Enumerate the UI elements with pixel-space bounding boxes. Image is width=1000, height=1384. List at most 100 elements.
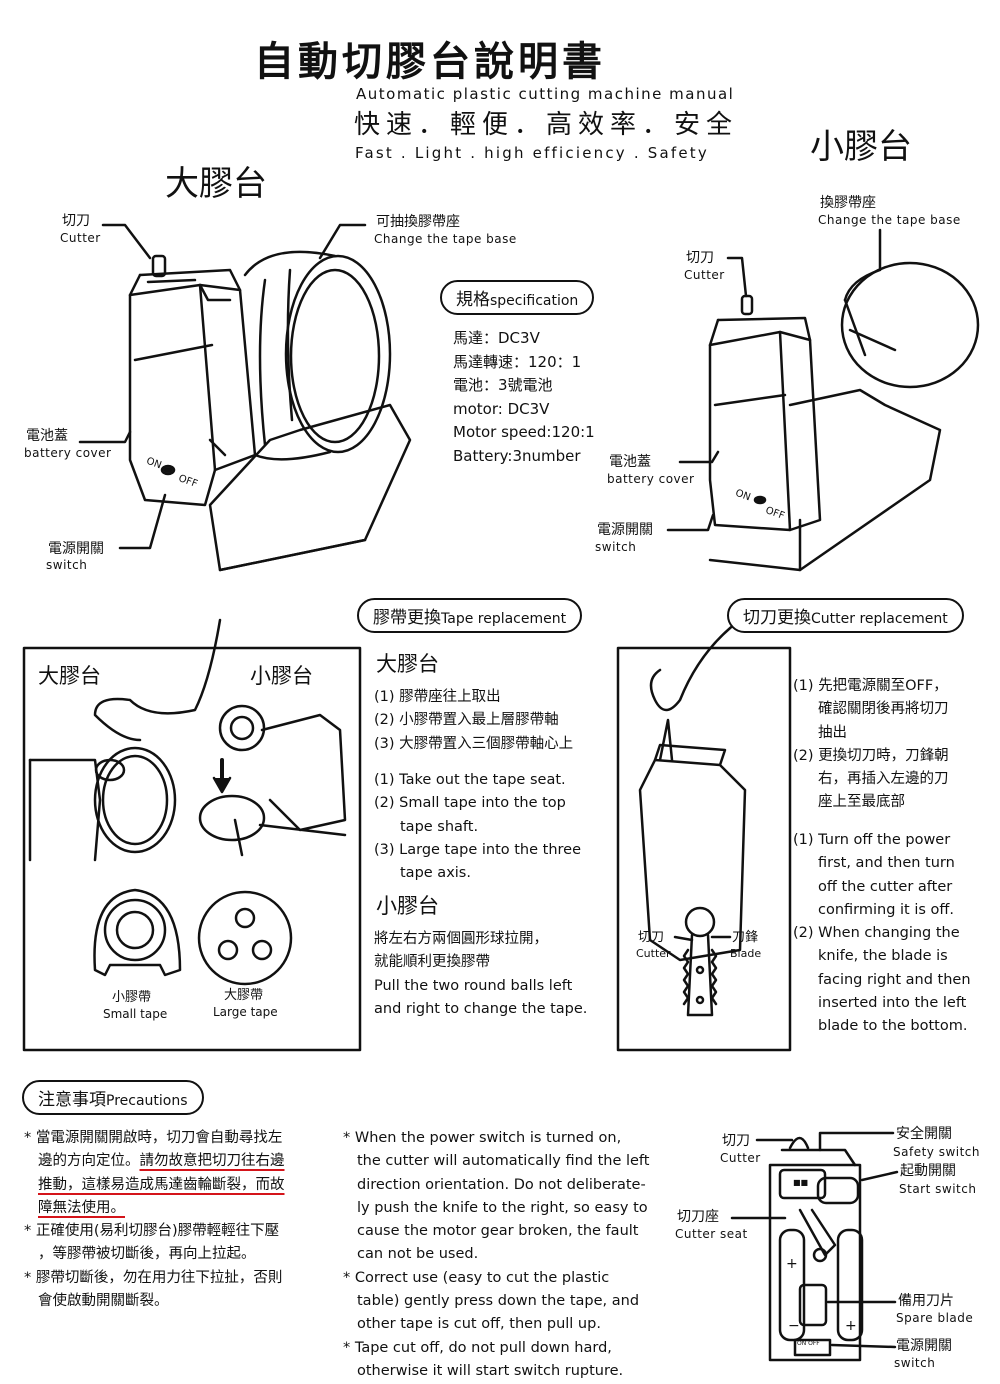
step-line: (1) Take out the tape seat. [374,772,566,788]
large-tape-base-label: 可抽換膠帶座 [376,214,460,230]
blade-edge-label-en: Blade [730,947,762,960]
diagram-start-label-en: Start switch [899,1182,977,1196]
tape-large-heading: 大膠台 [376,652,439,676]
diagram-switch-label-en: switch [894,1356,936,1370]
large-battery-label: 電池蓋 [26,428,68,444]
precaution-item: * 膠帶切斷後，勿在用力往下拉扯，否則 會使啟動開關斷裂。 [24,1269,283,1310]
text-line: 將左右方兩個圓形球拉開， [374,931,548,947]
blade-cutter-label-en: Cutter [636,947,671,960]
cutter-replacement-title-en: Cutter replacement [811,611,948,627]
slogan-en: Fast . Light . high efficiency . Safety [355,144,709,162]
step-line: tape shaft. [400,818,479,835]
small-switch-label: 電源開關 [597,522,653,538]
panel-large-label: 大膠台 [38,664,101,688]
small-dispenser-drawing [708,261,980,572]
precautions-title-en: Precautions [106,1093,188,1109]
diagram-start-label: 起動開關 [900,1163,956,1179]
svg-text:■■: ■■ [793,1178,808,1187]
small-tape-base-label-en: Change the tape base [818,213,961,227]
precaution-item: * Tape cut off, do not pull down hard, o… [343,1339,624,1379]
precautions-title: 注意事項 [38,1090,106,1110]
step-line: (2) 小膠帶置入最上層膠帶軸 [374,712,559,729]
step-line: (1) 膠帶座往上取出 [374,689,501,705]
cutter-replacement-panel-frame [616,646,792,1052]
step-line: (1) 先把電源關至OFF， [793,678,948,694]
tape-large-steps-en: (1) Take out the tape seat. (2) Small ta… [374,769,581,885]
step-line: (2) When changing the [793,925,960,942]
page-title-en: Automatic plastic cutting machine manual [356,85,735,103]
precautions-zh: * 當電源開關開啟時，切刀會自動尋找左 邊的方向定位。請勿故意把切刀往右邊 推動… [24,1127,342,1313]
step-line: (2) 更換切刀時，刀鋒朝 [793,747,949,764]
warning-text: 障無法使用。 [38,1199,125,1216]
step-line: (1) Turn off the power [793,832,951,848]
step-line: first, and then turn [818,855,955,872]
small-switch-label-en: switch [595,540,637,554]
large-tape-label: 大膠帶 [224,988,264,1003]
svg-text:+: + [786,1256,798,1272]
diagram-onoff-label: ON OFF [797,1340,820,1347]
diagram-cutter-label-en: Cutter [720,1151,761,1165]
step-line: blade to the bottom. [818,1018,968,1035]
diagram-safety-label-en: Safety switch [893,1145,981,1159]
spec-line: motor: DC3V [453,399,550,418]
spec-title: 規格 [456,290,490,310]
large-cutter-label-en: Cutter [60,231,101,245]
cutter-replacement-title: 切刀更換 [743,608,811,628]
spec-line: Battery:3number [453,446,581,465]
cutter-steps-en: (1) Turn off the power first, and then t… [793,829,971,1039]
large-tape-base-label-en: Change the tape base [374,232,517,246]
cutter-replacement-pill: 切刀更換Cutter replacement [727,598,964,633]
step-line: 確認關閉後再將切刀 [818,701,949,718]
precautions-en: * When the power switch is turned on, th… [343,1127,653,1383]
tape-large-steps-zh: (1) 膠帶座往上取出 (2) 小膠帶置入最上層膠帶軸 (3) 大膠帶置入三個膠… [374,686,573,756]
step-line: (2) Small tape into the top [374,795,566,812]
tape-replacement-title: 膠帶更換 [373,608,441,628]
text-line: 就能順利更換膠帶 [374,954,490,971]
svg-text:−: − [788,1318,800,1334]
warning-text: 請勿故意把切刀往右邊 [139,1153,285,1170]
small-tape-base-label: 換膠帶座 [820,195,876,211]
step-line: facing right and then [818,971,971,988]
precaution-item: * 正確使用(易利切膠台)膠帶輕輕往下壓 ，等膠帶被切斷後，再向上拉起。 [24,1223,280,1263]
diagram-spare-label: 備用刀片 [898,1293,954,1309]
small-unit-heading: 小膠台 [810,127,912,167]
spec-line: Motor speed:120:1 [453,423,595,441]
svg-text:+: + [845,1318,857,1334]
diagram-spare-label-en: Spare blade [896,1311,974,1325]
spec-line: 馬達轉速：120：1 [453,352,582,371]
spec-list: 馬達：DC3V 馬達轉速：120：1 電池：3號電池 motor: DC3V M… [453,327,595,468]
step-line: 抽出 [818,724,847,741]
step-line: inserted into the left [818,995,967,1012]
blade-edge-label: 刀鋒 [732,930,759,945]
step-line: 右，再插入左邊的刀 [818,771,949,788]
small-tape-label-en: Small tape [103,1007,168,1021]
large-cutter-label: 切刀 [62,213,90,229]
precaution-item: * Correct use (easy to cut the plastic t… [343,1269,640,1333]
panel-small-label: 小膠台 [250,664,313,688]
cutter-steps-zh: (1) 先把電源關至OFF， 確認關閉後再將切刀 抽出 (2) 更換切刀時，刀鋒… [793,675,949,815]
tape-replacement-panel-frame [22,646,362,1052]
spec-line: 電池：3號電池 [453,376,553,394]
large-switch-label-en: switch [46,558,88,572]
diagram-safety-label: 安全開關 [896,1126,952,1142]
large-dispenser-drawing [128,250,412,572]
diagram-seat-label: 切刀座 [677,1209,719,1225]
small-cutter-label-en: Cutter [684,268,725,282]
small-battery-label: 電池蓋 [609,454,651,470]
warning-text: 推動，這樣易造成馬達齒輪斷裂，而故 [38,1176,285,1193]
spec-line: 馬達：DC3V [453,329,540,347]
tape-small-text: 將左右方兩個圓形球拉開， 就能順利更換膠帶 Pull the two round… [374,928,587,1021]
tape-small-heading: 小膠台 [376,894,439,918]
small-tape-label: 小膠帶 [112,990,152,1005]
small-battery-label-en: battery cover [607,472,695,486]
tape-replacement-title-en: Tape replacement [441,611,567,627]
spec-title-pill: 規格specification [440,280,595,315]
step-line: confirming it is off. [818,901,955,918]
large-tape-label-en: Large tape [213,1005,278,1019]
precaution-item: * 當電源開關開啟時，切刀會自動尋找左 邊的方向定位。請勿故意把切刀往右邊 推動… [24,1130,285,1216]
large-battery-label-en: battery cover [24,446,112,460]
blade-cutter-label: 切刀 [638,930,665,945]
step-line: 座上至最底部 [818,794,905,811]
page-title: 自動切膠台說明書 [254,39,606,85]
tape-replacement-pill: 膠帶更換Tape replacement [357,598,583,633]
